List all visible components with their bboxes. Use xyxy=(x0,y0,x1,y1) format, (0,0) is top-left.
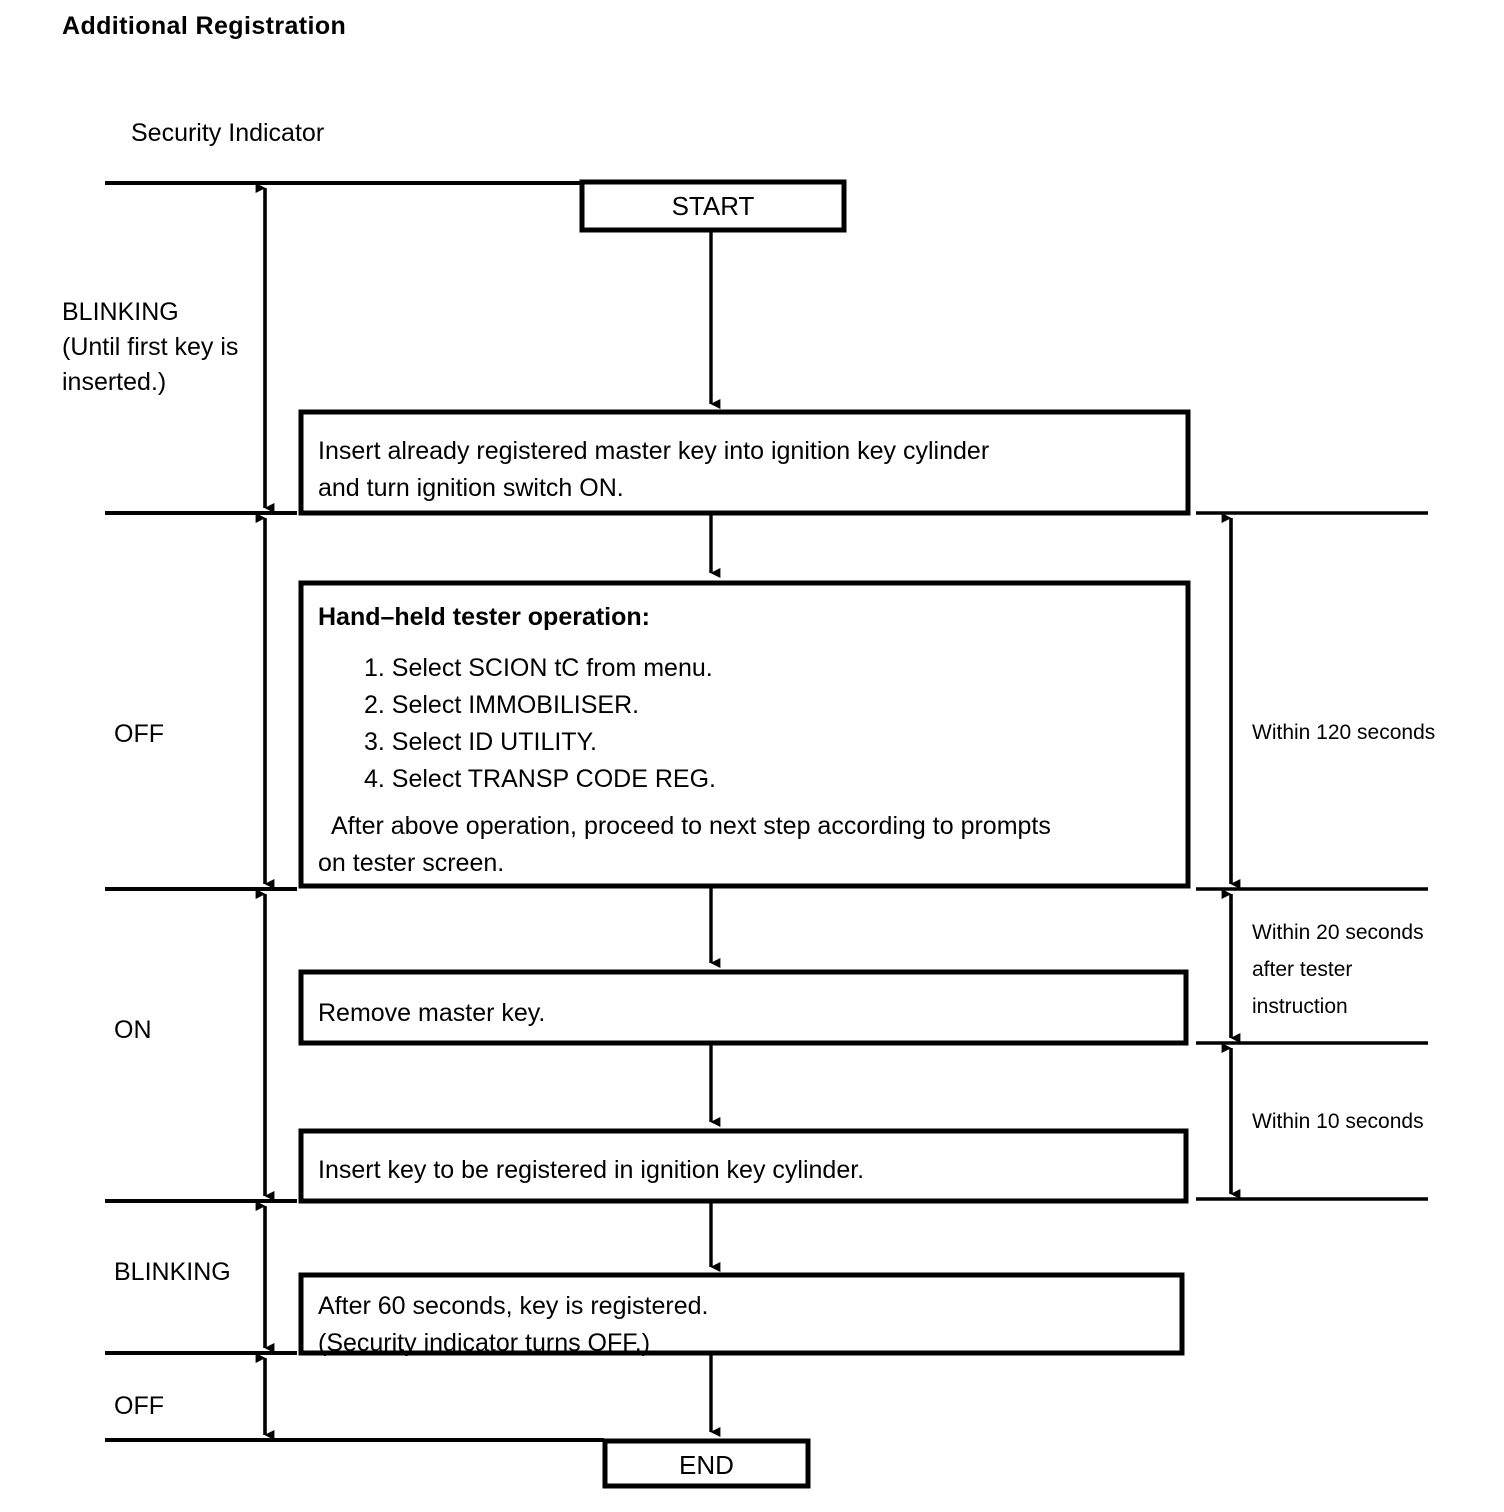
timing-within-20-seconds-line3: instruction xyxy=(1252,995,1348,1018)
step-key-registered-line1: After 60 seconds, key is registered. xyxy=(318,1292,709,1320)
state-label-off-final: OFF xyxy=(114,1392,164,1420)
end-terminator-label: END xyxy=(679,1450,734,1480)
state-label-on: ON xyxy=(114,1016,152,1044)
state-note-blinking-line2: inserted.) xyxy=(62,368,167,396)
step-remove-master-key-line1: Remove master key. xyxy=(318,999,546,1027)
state-label-blinking-initial: BLINKING xyxy=(62,298,179,326)
security-indicator-label: Security Indicator xyxy=(131,119,325,147)
state-label-off-tester: OFF xyxy=(114,720,164,748)
timing-within-20-seconds-line1: Within 20 seconds xyxy=(1252,921,1424,944)
step-hand-held-tester-item-4: 4. Select TRANSP CODE REG. xyxy=(364,765,716,793)
step-hand-held-tester-item-3: 3. Select ID UTILITY. xyxy=(364,728,597,756)
right-timing-rules xyxy=(1196,511,1428,1201)
start-terminator-label: START xyxy=(671,191,755,221)
step-hand-held-tester-item-2: 2. Select IMMOBILISER. xyxy=(364,691,640,719)
step-insert-new-key-line1: Insert key to be registered in ignition … xyxy=(318,1156,865,1184)
step-key-registered-line2: (Security indicator turns OFF.) xyxy=(318,1329,651,1357)
timing-within-120-seconds: Within 120 seconds xyxy=(1252,721,1436,744)
state-label-blinking-registering: BLINKING xyxy=(114,1258,231,1286)
timing-within-10-seconds: Within 10 seconds xyxy=(1252,1110,1424,1133)
step-hand-held-tester-item-1: 1. Select SCION tC from menu. xyxy=(364,654,713,682)
timing-within-20-seconds-line2: after tester xyxy=(1252,958,1353,981)
step-hand-held-tester-note-line2: on tester screen. xyxy=(318,849,505,877)
step-hand-held-tester-note-line1: After above operation, proceed to next s… xyxy=(331,812,1051,840)
state-note-blinking-line1: (Until first key is xyxy=(62,333,239,361)
step-hand-held-tester-heading: Hand–held tester operation: xyxy=(318,603,650,631)
step-insert-master-key-line1: Insert already registered master key int… xyxy=(318,437,990,465)
page-title: Additional Registration xyxy=(62,12,347,40)
step-insert-master-key-line2: and turn ignition switch ON. xyxy=(318,474,624,502)
